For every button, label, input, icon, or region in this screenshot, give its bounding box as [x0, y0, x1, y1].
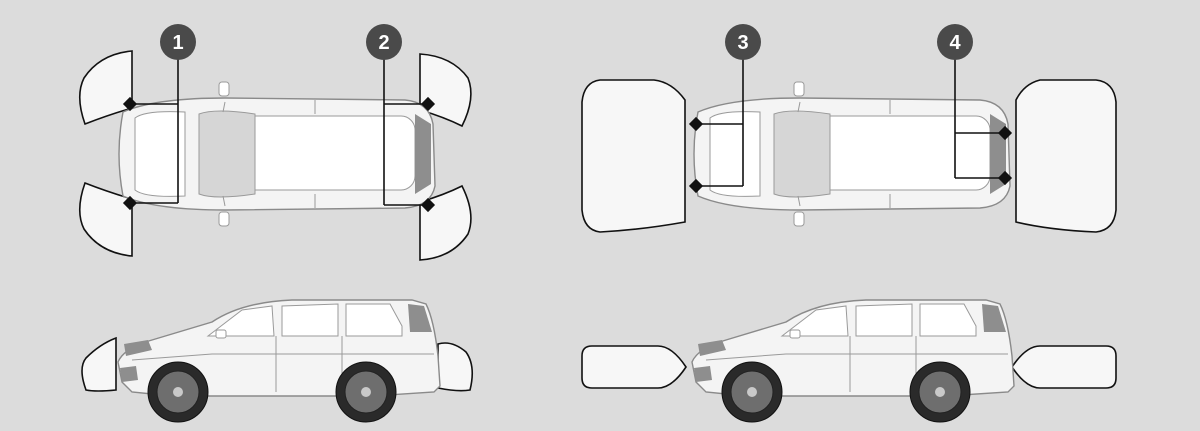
front-right-corner-zone [78, 181, 133, 257]
center-sensor-view: 3 4 [581, 24, 1117, 423]
callout-2-badge: 2 [366, 24, 402, 60]
callout-3-number: 3 [737, 32, 748, 54]
callout-1-leader [130, 52, 179, 204]
callout-2-leader [383, 52, 428, 206]
sensor-rear-right-icon [420, 197, 436, 213]
callout-4-number: 4 [949, 32, 961, 54]
callout-4-badge: 4 [937, 24, 973, 60]
rear-left-corner-zone [419, 53, 472, 128]
front-left-corner-zone [78, 50, 133, 126]
front-center-side-zone [581, 345, 687, 389]
corner-sensor-view: 1 2 [78, 24, 474, 423]
front-corner-side-zone [81, 336, 117, 392]
sensor-rear-center-left-icon [997, 125, 1013, 141]
vehicle-top-view-center [693, 81, 1011, 227]
front-center-zone [581, 79, 686, 233]
sensor-front-center-right-icon [688, 178, 704, 194]
callout-2-number: 2 [378, 32, 389, 54]
rear-center-zone [1015, 79, 1117, 233]
callout-4-leader [954, 52, 1005, 179]
callout-1-number: 1 [172, 32, 183, 54]
rear-corner-side-zone [437, 342, 474, 392]
callout-3-leader [696, 52, 744, 187]
callout-3-badge: 3 [725, 24, 761, 60]
callout-1-badge: 1 [160, 24, 196, 60]
vehicle-side-view-center [691, 299, 1015, 423]
sensor-rear-left-icon [420, 96, 436, 112]
vehicle-side-view-corner [117, 299, 441, 423]
rear-center-side-zone [1011, 345, 1117, 389]
sensor-rear-center-right-icon [997, 170, 1013, 186]
sensor-front-center-left-icon [688, 116, 704, 132]
